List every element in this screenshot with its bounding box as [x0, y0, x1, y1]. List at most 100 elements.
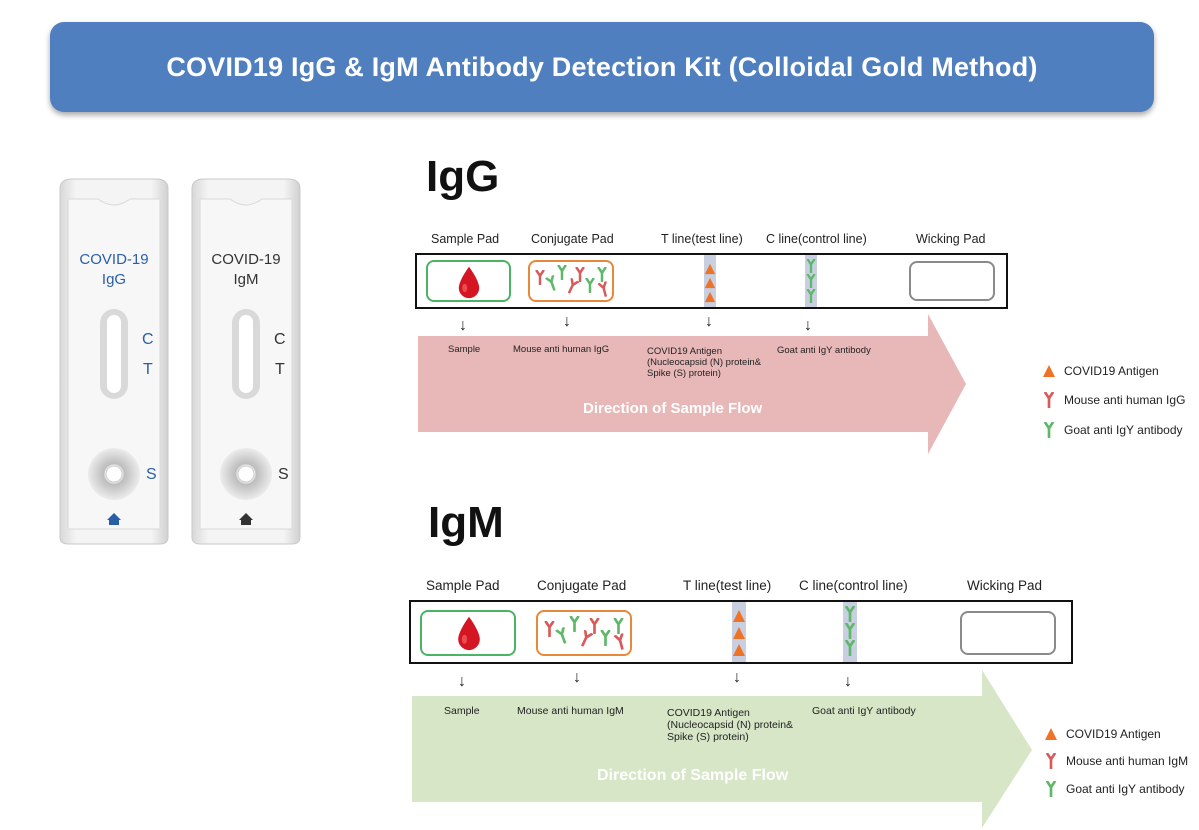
- goat-antibody-icon: [805, 274, 817, 288]
- igg-flow-t-line: COVID19 Antigen (Nucleocapsid (N) protei…: [647, 346, 762, 379]
- goat-antibody-icon: [556, 265, 568, 280]
- igg-flow-arrow: [418, 314, 966, 454]
- igg-test-strip: [415, 253, 1008, 309]
- antigen-icon: [732, 626, 746, 640]
- igg-zone-c-line: C line(control line): [766, 232, 867, 246]
- goat-antibody-icon: [1042, 422, 1056, 438]
- cassette-igg-t-mark: T: [143, 361, 153, 378]
- igg-legend-mouse-label: Mouse anti human IgG: [1064, 393, 1186, 407]
- igm-arrow-c-line-icon: ↓: [844, 673, 852, 690]
- goat-antibody-icon: [596, 267, 608, 282]
- cassette-igm-s-mark: S: [278, 466, 289, 483]
- goat-antibody-icon: [843, 623, 857, 639]
- igm-title: IgM: [428, 498, 504, 547]
- igm-flow-c-line: Goat anti IgY antibody: [812, 705, 916, 717]
- igg-zone-sample-pad: Sample Pad: [431, 232, 500, 246]
- igm-legend-mouse-label: Mouse anti human IgM: [1066, 754, 1189, 768]
- cassette-igm-line2: IgM: [233, 271, 259, 288]
- antigen-icon: [732, 643, 746, 657]
- igm-zone-c-line: C line(control line): [799, 578, 908, 593]
- igg-legend-goat-label: Goat anti IgY antibody: [1064, 423, 1183, 437]
- igm-arrow-sample-icon: ↓: [458, 673, 466, 690]
- cassette-igm-t-mark: T: [275, 361, 285, 378]
- igg-c-line: [805, 255, 817, 307]
- igm-flow-t-line: COVID19 Antigen (Nucleocapsid (N) protei…: [667, 707, 794, 744]
- goat-antibody-icon: [599, 630, 612, 646]
- antigen-icon: [732, 609, 746, 623]
- mouse-antibody-icon: [1044, 753, 1058, 769]
- igg-arrow-t-line-icon: ↓: [705, 313, 713, 330]
- igm-flow-direction: Direction of Sample Flow: [597, 767, 789, 784]
- igm-zone-wicking-pad: Wicking Pad: [967, 578, 1043, 593]
- cassette-igg-s-mark: S: [146, 466, 157, 483]
- igm-zone-t-line: T line(test line): [683, 578, 772, 593]
- igg-t-line: [704, 255, 716, 307]
- igm-zone-conjugate-pad: Conjugate Pad: [537, 578, 627, 593]
- page-title: COVID19 IgG & IgM Antibody Detection Kit…: [166, 51, 1038, 82]
- igg-arrow-c-line-icon: ↓: [804, 317, 812, 334]
- igg-zone-wicking-pad: Wicking Pad: [916, 232, 986, 246]
- cassette-igm-c-mark: C: [274, 331, 286, 348]
- goat-antibody-icon: [805, 259, 817, 273]
- igg-arrow-sample-icon: ↓: [459, 317, 467, 334]
- igm-flow-arrow: [412, 670, 1032, 828]
- mouse-antibody-icon: [543, 621, 556, 637]
- igm-arrow-conjugate-icon: ↓: [573, 669, 581, 686]
- antigen-icon: [1044, 727, 1058, 741]
- title-banner: COVID19 IgG & IgM Antibody Detection Kit…: [50, 22, 1154, 112]
- igm-legend-goat: Goat anti IgY antibody: [1044, 781, 1185, 797]
- igg-title: IgG: [426, 152, 500, 201]
- antigen-icon: [704, 263, 716, 275]
- goat-antibody-icon: [843, 640, 857, 656]
- igg-sample-pad: [426, 260, 511, 302]
- blood-drop-icon: [455, 615, 483, 651]
- igm-zone-sample-pad: Sample Pad: [426, 578, 500, 593]
- igg-legend-mouse: Mouse anti human IgG: [1042, 392, 1185, 408]
- cassette-igg-c-mark: C: [142, 331, 154, 348]
- mouse-antibody-icon: [596, 281, 611, 299]
- igg-legend-antigen-label: COVID19 Antigen: [1064, 364, 1159, 378]
- igg-zone-conjugate-pad: Conjugate Pad: [531, 232, 614, 246]
- igm-legend-antigen: COVID19 Antigen: [1044, 727, 1161, 741]
- igm-legend-mouse: Mouse anti human IgM: [1044, 753, 1188, 769]
- cassette-igg-line2: IgG: [101, 271, 127, 288]
- igg-zone-t-line: T line(test line): [661, 232, 743, 246]
- igg-wicking-pad: [909, 261, 995, 301]
- cassette-igg-body: [59, 178, 169, 545]
- igg-flow-conjugate: Mouse anti human IgG: [513, 344, 610, 355]
- mouse-antibody-icon: [1042, 392, 1056, 408]
- cassette-igm: COVID-19 IgM C T S: [190, 177, 302, 546]
- igm-legend-goat-label: Goat anti IgY antibody: [1066, 782, 1185, 796]
- igg-legend-antigen: COVID19 Antigen: [1042, 364, 1159, 378]
- igm-sample-pad: [420, 610, 516, 656]
- igm-legend-antigen-label: COVID19 Antigen: [1066, 727, 1161, 741]
- igm-wicking-pad: [960, 611, 1056, 655]
- cassette-igg-line1: COVID-19: [79, 251, 149, 268]
- igm-c-line: [843, 602, 857, 662]
- antigen-icon: [1042, 364, 1056, 378]
- cassette-igm-body: [191, 178, 301, 545]
- igm-flow-sample: Sample: [444, 705, 480, 717]
- igg-flow-sample: Sample: [448, 344, 481, 355]
- igm-conjugate-pad: [536, 610, 632, 656]
- igm-test-strip: [409, 600, 1073, 664]
- igg-flow-direction: Direction of Sample Flow: [583, 400, 763, 417]
- goat-antibody-icon: [1044, 781, 1058, 797]
- igm-arrow-t-line-icon: ↓: [733, 669, 741, 686]
- igg-conjugate-pad: [528, 260, 614, 302]
- mouse-antibody-icon: [612, 633, 629, 652]
- igm-t-line: [732, 602, 746, 662]
- antigen-icon: [704, 291, 716, 303]
- antigen-icon: [704, 277, 716, 289]
- igm-flow-conjugate: Mouse anti human IgM: [517, 705, 624, 717]
- igg-arrow-conjugate-icon: ↓: [563, 313, 571, 330]
- goat-antibody-icon: [568, 616, 581, 632]
- goat-antibody-icon: [584, 278, 596, 293]
- igg-flow-c-line: Goat anti IgY antibody: [777, 345, 871, 356]
- goat-antibody-icon: [805, 289, 817, 303]
- goat-antibody-icon: [612, 618, 625, 634]
- blood-drop-icon: [456, 265, 482, 299]
- goat-antibody-icon: [843, 606, 857, 622]
- cassette-igm-line1: COVID-19: [211, 251, 281, 268]
- igg-legend-goat: Goat anti IgY antibody: [1042, 422, 1183, 438]
